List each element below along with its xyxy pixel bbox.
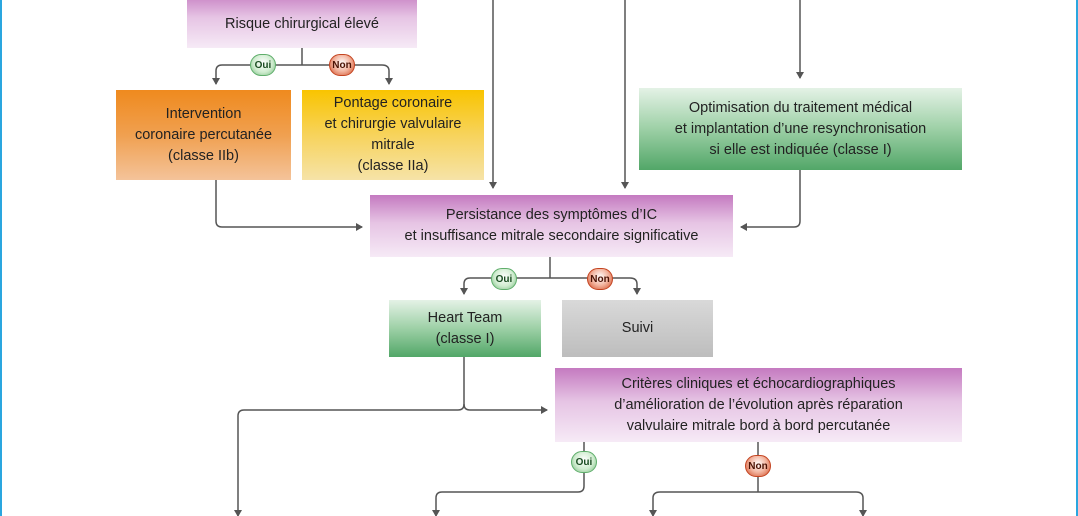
connector-pci-to-persist: [215, 180, 363, 231]
node-pci-line: (classe IIb): [168, 147, 239, 164]
node-cabg: Pontage coronaire et chirurgie valvulair…: [302, 90, 484, 180]
node-pci-line: coronaire percutanée: [134, 126, 273, 143]
connector-persist-to-follow: [550, 277, 641, 295]
node-criteria-line: Critères cliniques et échocardiographiqu…: [621, 375, 896, 392]
node-cabg-line: (classe IIa): [357, 158, 429, 174]
node-persist-line: et insuffisance mitrale secondaire signi…: [404, 228, 699, 244]
node-risk-line: Risque chirurgical élevé: [225, 15, 379, 32]
node-cabg-line: mitrale: [371, 137, 415, 153]
node-cabg-line: et chirurgie valvulaire: [324, 116, 462, 132]
badge-non-risk: Non: [329, 54, 355, 76]
node-persist: Persistance des symptômes d’IC et insuff…: [370, 195, 733, 257]
node-medical-line: si elle est indiquée (classe I): [709, 141, 892, 158]
node-heart-team: Heart Team (classe I): [389, 300, 541, 357]
connector-medical-to-persist: [740, 170, 801, 231]
connector-heart-team-down: [463, 357, 548, 414]
badge-oui-persist: Oui: [491, 268, 517, 290]
connector-heart-team-left: [234, 403, 465, 516]
connector-persist-to-heart-team: [460, 277, 550, 295]
node-pci: Intervention coronaire percutanée (class…: [116, 90, 291, 180]
node-medical: Optimisation du traitement médical et im…: [639, 88, 962, 170]
node-criteria-line: valvulaire mitrale bord à bord percutané…: [626, 417, 891, 434]
node-persist-line: Persistance des symptômes d’IC: [445, 207, 658, 223]
node-follow-line: Suivi: [621, 320, 654, 336]
badge-oui-criteria: Oui: [571, 451, 597, 473]
node-cabg-line: Pontage coronaire: [333, 95, 453, 111]
connector-criteria-left: [432, 441, 585, 516]
node-heart-team-line: Heart Team: [427, 309, 503, 326]
node-follow: Suivi: [562, 300, 713, 357]
connector-criteria-no-left: [649, 491, 758, 516]
node-heart-team-line: (classe I): [435, 330, 495, 347]
node-medical-line: et implantation d’une resynchronisation: [674, 120, 927, 137]
node-criteria-line: d’amélioration de l’évolution après répa…: [614, 396, 903, 413]
node-medical-line: Optimisation du traitement médical: [688, 99, 913, 116]
connector-criteria-no-right: [758, 491, 867, 516]
badge-non-criteria: Non: [745, 455, 771, 477]
connector-risk-to-cabg: [302, 64, 393, 85]
badge-oui-risk: Oui: [250, 54, 276, 76]
connector-risk-to-pci: [212, 64, 302, 85]
node-pci-line: Intervention: [165, 105, 242, 122]
badge-non-persist: Non: [587, 268, 613, 290]
node-criteria: Critères cliniques et échocardiographiqu…: [555, 368, 962, 442]
node-risk: Risque chirurgical élevé: [187, 0, 417, 48]
